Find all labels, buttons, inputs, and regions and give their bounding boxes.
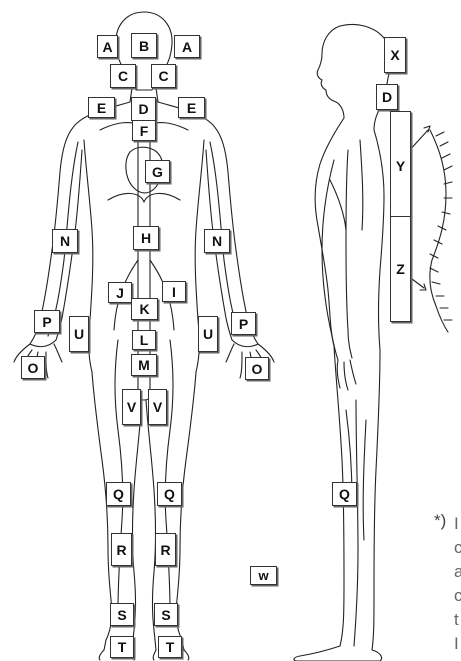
label-g: G bbox=[145, 160, 170, 183]
label-o-right: O bbox=[245, 357, 269, 380]
label-n-right: N bbox=[204, 229, 230, 253]
label-c-right: C bbox=[151, 64, 176, 88]
label-q-front-left: Q bbox=[106, 482, 131, 506]
label-q-side: Q bbox=[332, 482, 357, 506]
label-v-left: V bbox=[122, 389, 141, 425]
footnote-marker: *) bbox=[434, 511, 446, 531]
label-i: I bbox=[162, 281, 186, 302]
footnote-line-3: a bbox=[454, 560, 461, 584]
label-l: L bbox=[132, 330, 156, 350]
label-z: Z bbox=[390, 216, 411, 322]
label-o-left: O bbox=[21, 356, 45, 379]
label-d-front: D bbox=[131, 97, 156, 121]
footnote-line-2: c bbox=[454, 536, 461, 560]
label-h: H bbox=[133, 226, 159, 250]
label-y: Y bbox=[390, 111, 411, 220]
label-u-right: U bbox=[198, 316, 218, 352]
label-t-left: T bbox=[110, 636, 134, 658]
label-e-left: E bbox=[88, 97, 115, 118]
label-r-right: R bbox=[155, 533, 176, 566]
label-e-right: E bbox=[178, 97, 205, 118]
label-s-left: S bbox=[110, 603, 134, 626]
footnote-line-5: t bbox=[454, 608, 461, 632]
label-b: B bbox=[131, 33, 157, 58]
footnote-line-4: c bbox=[454, 584, 461, 608]
label-d-side: D bbox=[376, 84, 398, 110]
label-t-right: T bbox=[158, 636, 182, 658]
label-m: M bbox=[131, 354, 157, 376]
footnote-line-1: I bbox=[454, 512, 461, 536]
label-p-right: P bbox=[231, 312, 256, 335]
label-c-left: C bbox=[110, 64, 136, 88]
label-w: w bbox=[250, 566, 277, 585]
label-p-left: P bbox=[34, 310, 60, 333]
label-s-right: S bbox=[154, 603, 178, 626]
footnote-text: I c a c t I bbox=[454, 512, 461, 656]
label-f: F bbox=[132, 120, 156, 141]
label-n-left: N bbox=[52, 229, 78, 253]
label-v-right: V bbox=[148, 389, 167, 425]
label-u-left: U bbox=[69, 316, 89, 352]
label-q-front-right: Q bbox=[157, 482, 182, 506]
label-a-right: A bbox=[174, 35, 200, 58]
footnote-line-6: I bbox=[454, 632, 461, 656]
label-j: J bbox=[108, 282, 132, 303]
label-r-left: R bbox=[111, 533, 132, 566]
label-x: X bbox=[384, 37, 406, 73]
label-a-left: A bbox=[97, 35, 118, 58]
label-k: K bbox=[131, 298, 158, 320]
